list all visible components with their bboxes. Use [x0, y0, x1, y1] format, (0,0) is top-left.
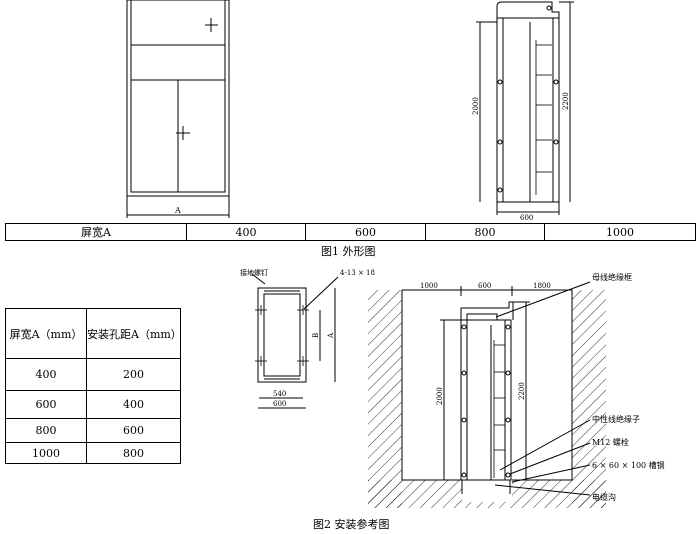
holes-label: 4-13 × 18 [340, 269, 375, 277]
table-cell: 200 [86, 358, 181, 391]
dim-600-plan-label: 600 [273, 400, 286, 408]
dim-2000-label: 2000 [472, 97, 480, 115]
dim-600-section-label: 600 [478, 282, 491, 290]
dim-540-label: 540 [273, 390, 286, 398]
cable-trench-label: 电缆沟 [592, 492, 616, 502]
dim-2200-section-label: 2200 [518, 382, 526, 400]
dim-600-label: 600 [520, 214, 533, 222]
dim-b-label: B [312, 333, 320, 338]
table-cell: 1000 [544, 223, 696, 241]
busbar-frame-label: 母线绝缘框 [592, 272, 632, 282]
cabinet-front-view: A [126, 0, 230, 218]
table-header: 屏宽A [5, 223, 187, 241]
table-cell: 600 [5, 390, 87, 419]
table-cell: 1000 [5, 442, 87, 464]
table-row: 屏宽A 400 600 800 1000 [5, 223, 696, 241]
table-cell: 600 [86, 418, 181, 443]
dim-2000-section-label: 2000 [436, 387, 444, 405]
table-cell: 600 [305, 223, 426, 241]
table-cell: 800 [5, 418, 87, 443]
table-cell: 400 [186, 223, 306, 241]
dim-a-plan-label: A [327, 332, 335, 339]
table-cell: 800 [425, 223, 545, 241]
table-cell: 400 [5, 358, 87, 391]
ground-screw-label: 接地螺钉 [240, 268, 268, 277]
table-header: 屏宽A（mm） [5, 308, 87, 359]
dim-1800-label: 1800 [533, 282, 551, 290]
dim-1000-label: 1000 [420, 282, 438, 290]
figure1-caption: 图1 外形图 [321, 245, 376, 258]
base-plan-view: 接地螺钉 4-13 × 18 B A 540 600 [240, 268, 375, 409]
dim-2200-label: 2200 [562, 92, 570, 110]
cabinet-side-view: 2000 2200 600 [472, 1, 574, 222]
dim-a-label: A [174, 206, 181, 215]
m12-bolt-label: M12 螺栓 [592, 437, 629, 447]
installation-section-view: 1000 600 1800 2000 2200 母线绝缘框 中性线绝缘子 M12… [368, 272, 665, 508]
neutral-insulator-label: 中性线绝缘子 [592, 414, 640, 424]
table-cell: 800 [86, 442, 181, 464]
width-table: 屏宽A 400 600 800 1000 [5, 223, 696, 241]
table-cell: 400 [86, 390, 181, 419]
table-header: 安装孔距A（mm） [86, 308, 182, 359]
channel-steel-label: 6 × 60 × 100 槽钢 [592, 460, 665, 470]
figure2-caption: 图2 安装参考图 [313, 518, 390, 531]
table-row: 屏宽A（mm） 安装孔距A（mm） [5, 308, 182, 359]
